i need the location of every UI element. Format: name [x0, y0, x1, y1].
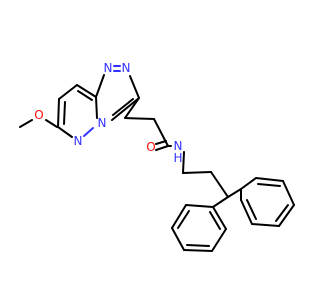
bond-ph2-1 — [240, 177, 257, 190]
bond-ph2-4-double — [275, 204, 289, 222]
bond-c6-c5 — [57, 98, 60, 128]
amide-hydrogen-label: H — [173, 151, 182, 165]
bond-ph1-4 — [183, 249, 213, 252]
bond-ph2-6-double — [246, 199, 257, 220]
bond-c3-n-bridge — [111, 97, 140, 121]
bond-c8a-n-triazole-1 — [95, 74, 105, 98]
bond-methyl-o — [19, 119, 33, 128]
bond-ch2-ch — [210, 171, 229, 198]
bond-ph2-2 — [255, 177, 284, 182]
bond-ph1-2 — [171, 204, 187, 229]
amide-nitrogen-label: N — [174, 139, 183, 153]
bond-ch2-ch2 — [182, 171, 212, 174]
bond-c4-c8a-double — [77, 90, 93, 101]
molecule-structure: O N N N N O N H — [19, 61, 295, 252]
bond-c4-c8a — [76, 84, 97, 98]
bond-c6-n1 — [57, 126, 73, 138]
bond-n-ch2 — [182, 151, 185, 174]
bond-ph1-2-double — [177, 210, 190, 229]
bond-ch-phenyl-b — [227, 188, 242, 198]
bond-ph2-5 — [251, 223, 280, 227]
bond-c5-c5-double — [63, 101, 66, 125]
pyridazine-nitrogen-label: N — [74, 134, 83, 148]
bond-ph1-4-double — [186, 244, 210, 247]
bond-c3-ch2a — [124, 97, 140, 119]
bond-carbonyl-o — [155, 145, 169, 151]
bond-ph2-3 — [282, 180, 295, 206]
bond-c3-n-bridge-double — [112, 98, 134, 116]
bond-ph1-5 — [211, 228, 227, 252]
bond-carbonyl-o-double — [155, 140, 167, 145]
bond-c5-c4 — [58, 84, 78, 100]
bond-ph2-2-double — [257, 183, 281, 187]
amide-oxygen-label: O — [146, 140, 155, 154]
bond-ph1-6 — [212, 206, 227, 230]
bond-ph1-6-double — [209, 211, 221, 230]
bond-ch2a-ch2b — [124, 117, 155, 120]
bond-ph2-4 — [278, 204, 295, 227]
bond-n-triazole-2-c3 — [129, 75, 140, 99]
triazole-nitrogen-2-label: N — [122, 61, 131, 75]
bond-c8a-n-bridge — [95, 96, 98, 119]
bond-n1-n-bridge — [83, 127, 94, 137]
bond-ch-phenyl-a — [212, 196, 229, 208]
bond-ph1-1 — [185, 204, 214, 208]
bridgehead-nitrogen-label: N — [98, 116, 107, 130]
triazole-nitrogen-1-label: N — [104, 61, 113, 75]
bond-ph1-3 — [171, 227, 185, 251]
bond-o-c6 — [45, 119, 58, 128]
bond-ph2-6 — [240, 199, 253, 225]
methoxy-oxygen-label: O — [34, 108, 43, 122]
